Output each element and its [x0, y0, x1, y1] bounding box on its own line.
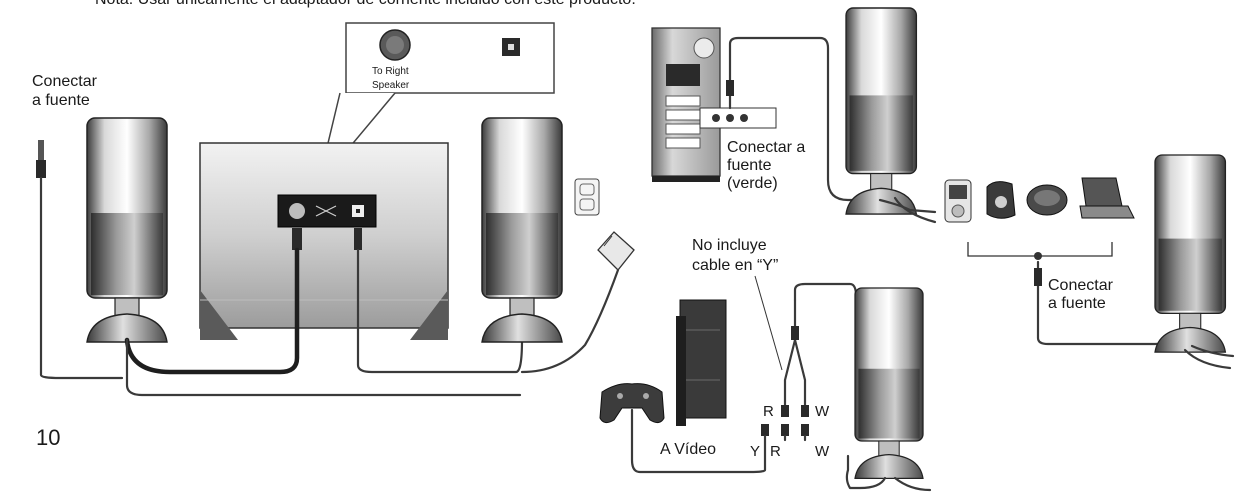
plug-label-r-top: R [763, 403, 774, 420]
no-y-cable-line2: cable en “Y” [692, 257, 778, 274]
speaker-icon [845, 7, 918, 215]
to-right-speaker-label-line2: Speaker [372, 80, 410, 91]
gamepad-icon [599, 383, 665, 424]
connect-source-green-line2: fuente [727, 157, 772, 174]
to-right-speaker-label-line1: To Right [372, 66, 409, 77]
cd-player-icon [1026, 184, 1068, 216]
header-note: Nota: Usar únicamente el adaptador de co… [95, 0, 636, 8]
wall-outlet-icon [574, 178, 600, 216]
mp3-player-icon [944, 179, 972, 223]
subwoofer-icon [199, 142, 449, 340]
connect-source-label-left-line1: Conectar [32, 73, 98, 90]
desktop-computer-icon [651, 27, 777, 182]
connect-source-label-left-line2: a fuente [32, 92, 90, 109]
connect-source-label-right-line1: Conectar [1048, 277, 1114, 294]
speaker-icon [86, 117, 168, 343]
connect-source-green-line1: Conectar a [727, 139, 805, 156]
connect-source-label-right-line2: a fuente [1048, 295, 1106, 312]
page-number: 10 [36, 425, 60, 450]
cd-player-icon [986, 181, 1016, 219]
laptop-icon [1079, 177, 1135, 219]
connect-source-green-line3: (verde) [727, 175, 778, 192]
speaker-icon [481, 117, 563, 343]
game-console-icon [676, 299, 727, 426]
plug-label-w-top: W [815, 403, 830, 420]
speaker-icon [854, 287, 924, 480]
to-video-label: A Vídeo [660, 441, 716, 458]
no-y-cable-line1: No incluye [692, 237, 767, 254]
plug-label-y-bottom: Y [750, 443, 760, 460]
power-adapter-icon [520, 231, 635, 374]
audio-plug-left [36, 140, 124, 380]
plug-label-w-bottom: W [815, 443, 830, 460]
speaker-icon [1154, 154, 1227, 353]
plug-label-r-bottom: R [770, 443, 781, 460]
